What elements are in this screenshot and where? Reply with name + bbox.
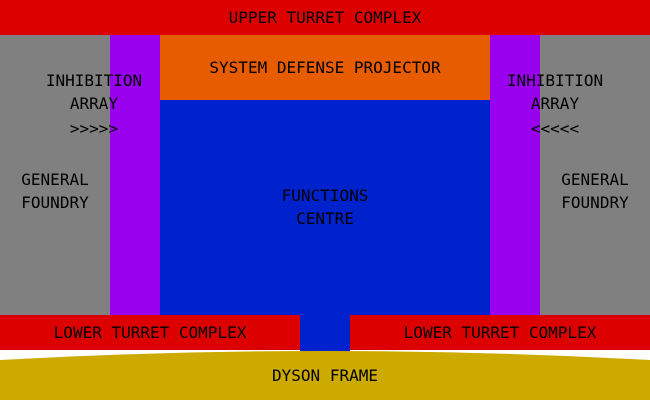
centre-stem — [300, 315, 350, 355]
system-defense-projector: SYSTEM DEFENSE PROJECTOR — [160, 35, 490, 100]
dyson-frame — [0, 351, 650, 400]
functions-centre — [160, 100, 490, 315]
inhibition-left-line1: INHIBITION — [45, 71, 143, 90]
dyson-frame-shape — [0, 351, 650, 400]
inhibition-array-left — [110, 35, 160, 315]
lower-turret-complex-right: LOWER TURRET COMPLEX — [350, 315, 650, 350]
foundry-left-line2: FOUNDRY — [21, 193, 89, 212]
foundry-right-line1: GENERAL — [561, 170, 629, 189]
general-foundry-right-label: GENERAL FOUNDRY — [540, 168, 650, 214]
inhibition-left-arrows: >>>>> — [69, 119, 119, 138]
general-foundry-left — [0, 35, 110, 315]
inhibition-right-line1: INHIBITION — [506, 71, 604, 90]
functions-centre-label: FUNCTIONS CENTRE — [160, 184, 490, 230]
upper-turret-label: UPPER TURRET COMPLEX — [228, 8, 422, 27]
inhibition-right-arrows: <<<<< — [530, 119, 580, 138]
inhibition-array-right-label: INHIBITION ARRAY — [499, 69, 611, 115]
inhibition-array-left-label: INHIBITION ARRAY — [38, 69, 150, 115]
projector-label: SYSTEM DEFENSE PROJECTOR — [209, 58, 441, 77]
inhibition-right-line2: ARRAY — [530, 94, 580, 113]
general-foundry-left-label: GENERAL FOUNDRY — [0, 168, 110, 214]
general-foundry-right — [540, 35, 650, 315]
centre-line2: CENTRE — [296, 209, 354, 228]
inhibition-left-line2: ARRAY — [69, 94, 119, 113]
foundry-right-line2: FOUNDRY — [561, 193, 629, 212]
lower-turret-complex-left: LOWER TURRET COMPLEX — [0, 315, 300, 350]
lower-turret-right-label: LOWER TURRET COMPLEX — [403, 323, 597, 342]
centre-line1: FUNCTIONS — [281, 186, 369, 205]
upper-turret-complex: UPPER TURRET COMPLEX — [0, 0, 650, 35]
foundry-left-line1: GENERAL — [21, 170, 89, 189]
inhibition-array-right — [490, 35, 540, 315]
dyson-frame-label: DYSON FRAME — [272, 366, 378, 385]
lower-turret-left-label: LOWER TURRET COMPLEX — [53, 323, 247, 342]
